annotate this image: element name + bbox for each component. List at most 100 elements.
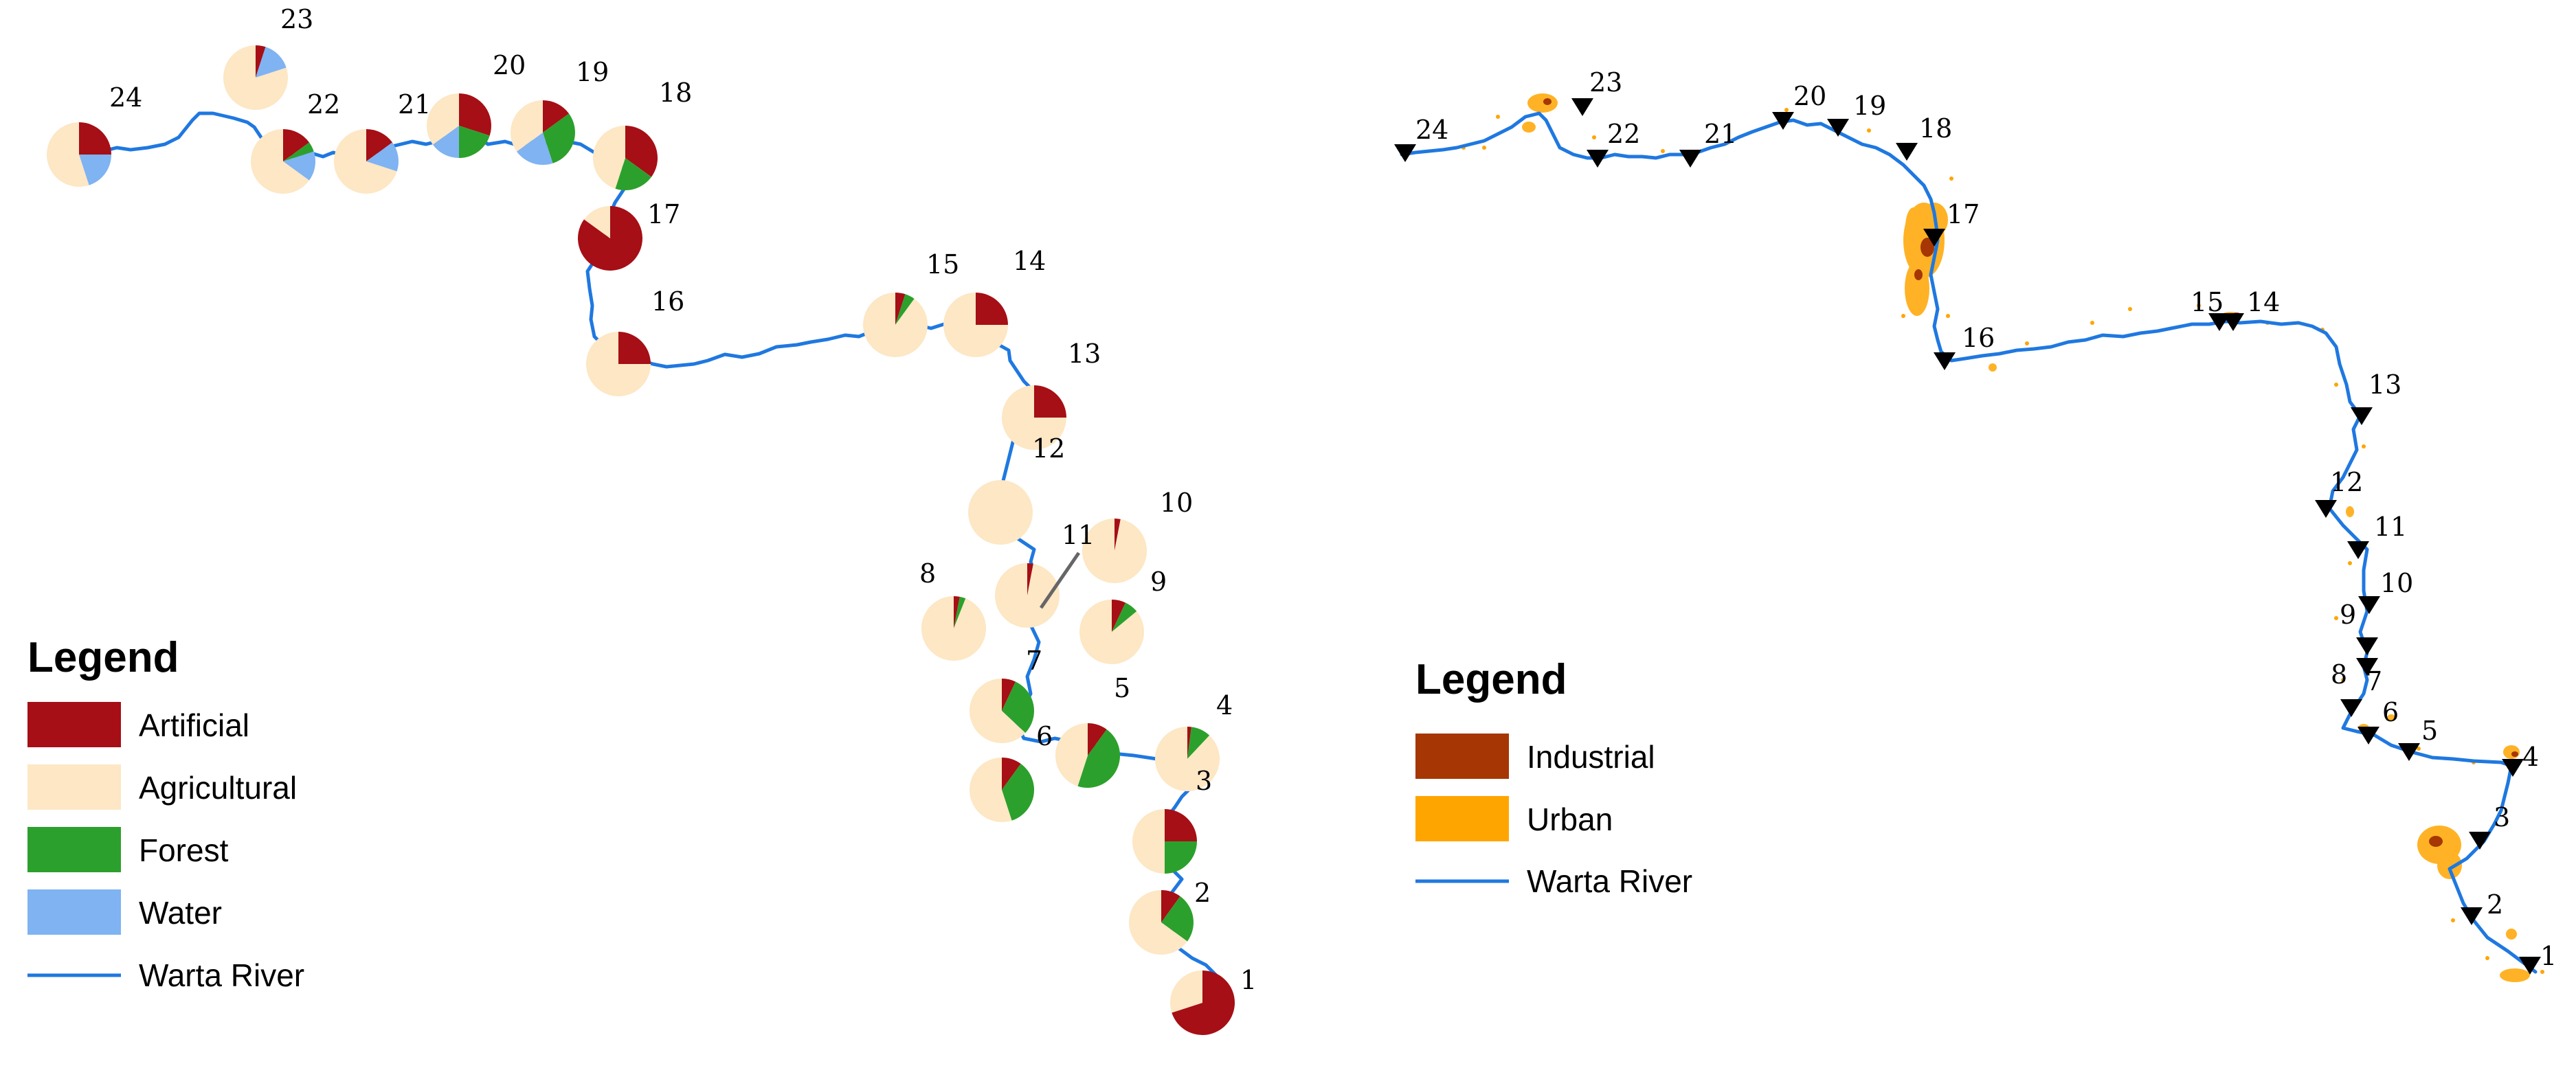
station-marker-7 — [2356, 658, 2378, 676]
station-label-22: 22 — [1607, 119, 1640, 149]
pie-label-21: 21 — [398, 89, 431, 120]
pie-label-11: 11 — [1062, 520, 1095, 550]
station-label-19: 19 — [1853, 91, 1886, 121]
pie-22-agricultural-slice — [250, 129, 310, 194]
pie-label-17: 17 — [647, 199, 680, 229]
station-label-13: 13 — [2368, 370, 2401, 400]
pie-3-agricultural-slice — [1132, 809, 1165, 874]
pie-label-15: 15 — [926, 249, 959, 280]
pie-9-forest-slice — [1112, 602, 1137, 632]
pie-3-artificial-slice — [1165, 809, 1197, 841]
station-label-2: 2 — [2487, 889, 2503, 920]
station-marker-8 — [2340, 699, 2362, 717]
pie-19-artificial-slice — [543, 100, 570, 133]
pie-22-artificial-slice — [283, 129, 310, 161]
pie-label-22: 22 — [307, 89, 340, 120]
station-label-5: 5 — [2421, 716, 2438, 746]
pie-label-4: 4 — [1216, 690, 1233, 720]
pie-label-10: 10 — [1160, 488, 1193, 518]
pie-13-agricultural-slice — [1002, 385, 1066, 450]
pie-label-16: 16 — [651, 286, 684, 317]
station-marker-20 — [1772, 112, 1794, 130]
pie-24-water-slice — [79, 155, 111, 185]
pie-15-artificial-slice — [895, 292, 906, 325]
station-marker-15 — [2208, 313, 2230, 331]
station-label-17: 17 — [1947, 199, 1980, 229]
pie-14-agricultural-slice — [943, 293, 1008, 357]
pie-5-agricultural-slice — [1055, 723, 1088, 786]
legend-swatch-industrial — [1415, 734, 1509, 779]
pie-22-water-slice — [283, 151, 316, 181]
urban-industrial-areas — [1461, 93, 2544, 982]
station-label-7: 7 — [2366, 666, 2382, 696]
pie-7-agricultural-slice — [969, 678, 1026, 743]
pie-label-9: 9 — [1150, 567, 1167, 597]
station-marker-19 — [1827, 119, 1849, 137]
station-label-14: 14 — [2247, 287, 2280, 317]
pie-label-13: 13 — [1068, 339, 1101, 369]
pie-24-agricultural-slice — [46, 122, 89, 187]
station-marker-12 — [2315, 500, 2337, 518]
station-marker-16 — [1934, 352, 1956, 370]
station-marker-4 — [2502, 759, 2524, 777]
pie-7-forest-slice — [1002, 681, 1034, 734]
station-marker-3 — [2469, 832, 2491, 850]
pie-21-agricultural-slice — [333, 129, 397, 194]
warta-river-right — [1400, 111, 2538, 974]
pie-14-artificial-slice — [976, 293, 1008, 325]
pie-19-agricultural-slice — [511, 100, 543, 152]
warta-river-left — [87, 111, 1232, 1005]
pie-label-8: 8 — [919, 558, 936, 589]
pie-11-agricultural-slice — [994, 563, 1060, 628]
pie-10-agricultural-slice — [1082, 519, 1147, 583]
pie-23-agricultural-slice — [223, 45, 288, 110]
pie-12-agricultural-slice — [968, 480, 1033, 545]
station-label-1: 1 — [2540, 941, 2557, 971]
station-marker-13 — [2351, 407, 2373, 425]
pie-label-5: 5 — [1114, 673, 1130, 703]
pie-8-agricultural-slice — [921, 596, 987, 661]
pie-20-agricultural-slice — [426, 93, 459, 145]
station-label-9: 9 — [2340, 600, 2356, 630]
station-label-3: 3 — [2494, 802, 2510, 832]
pie-label-3: 3 — [1196, 766, 1212, 796]
legend-label-forest: Forest — [139, 832, 229, 868]
pie-18-forest-slice — [615, 158, 652, 190]
pie-2-agricultural-slice — [1128, 890, 1188, 955]
station-label-6: 6 — [2382, 697, 2399, 727]
legend-label-artificial: Artificial — [139, 707, 249, 743]
pie-label-2: 2 — [1194, 878, 1211, 908]
pie-5-artificial-slice — [1088, 723, 1107, 755]
station-marker-9 — [2356, 637, 2378, 655]
pie-7-artificial-slice — [1002, 679, 1016, 711]
legend-right: Legend Industrial Urban Warta River — [1415, 656, 1692, 899]
pie-label-7: 7 — [1026, 646, 1042, 676]
pie-3-forest-slice — [1165, 841, 1197, 874]
pie-16-agricultural-slice — [586, 332, 651, 396]
right-map-panel: 123456789101112131415161718192021222324 … — [1394, 67, 2557, 982]
station-marker-22 — [1587, 150, 1609, 168]
pie-18-artificial-slice — [625, 126, 658, 177]
legend-label-water: Water — [139, 895, 222, 931]
station-label-18: 18 — [1919, 113, 1952, 144]
pie-label-19: 19 — [576, 57, 609, 87]
station-label-4: 4 — [2522, 742, 2539, 772]
legend-label-urban: Urban — [1527, 802, 1613, 837]
station-label-23: 23 — [1589, 67, 1622, 98]
pie-9-artificial-slice — [1112, 600, 1126, 632]
pie-2-artificial-slice — [1161, 890, 1180, 922]
legend-label-river-left: Warta River — [139, 957, 304, 993]
pie-19-forest-slice — [543, 113, 575, 163]
pie-4-forest-slice — [1187, 727, 1210, 759]
pie-6-agricultural-slice — [970, 758, 1012, 822]
pie-13-artificial-slice — [1034, 385, 1066, 418]
pie-24-artificial-slice — [79, 122, 111, 155]
station-label-21: 21 — [1704, 119, 1737, 149]
station-label-11: 11 — [2374, 512, 2407, 542]
pie-23-artificial-slice — [256, 45, 266, 78]
legend-swatch-urban — [1415, 796, 1509, 841]
station-label-12: 12 — [2330, 467, 2363, 497]
pie-21-artificial-slice — [366, 129, 393, 161]
pie-label-23: 23 — [280, 4, 313, 34]
